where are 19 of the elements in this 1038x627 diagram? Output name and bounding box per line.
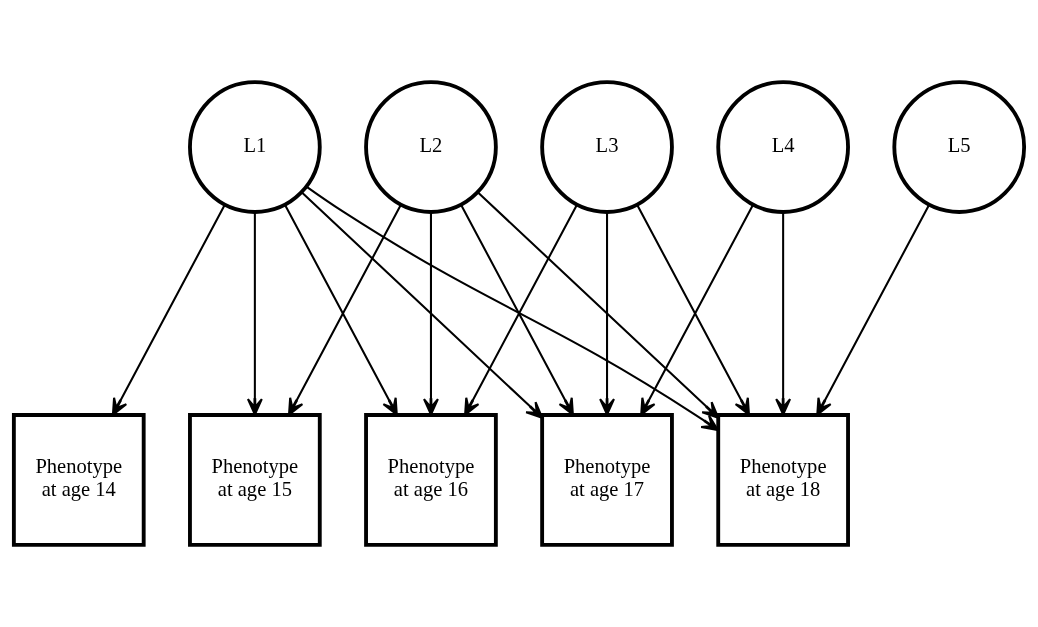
arrow bbox=[306, 186, 719, 431]
node-box: Phenotype at age 18 bbox=[716, 413, 850, 547]
arrow bbox=[111, 204, 226, 416]
arrow bbox=[477, 191, 720, 419]
arrow bbox=[246, 212, 263, 416]
node-circle: L1 bbox=[188, 80, 322, 214]
node-circle: L2 bbox=[364, 80, 498, 214]
node-circle: L5 bbox=[892, 80, 1027, 214]
node-circle: L4 bbox=[716, 80, 850, 214]
arrow bbox=[816, 204, 931, 416]
node-box: Phenotype at age 16 bbox=[364, 413, 498, 547]
node-circle: L3 bbox=[540, 80, 674, 214]
arrow bbox=[423, 212, 439, 416]
node-box: Phenotype at age 15 bbox=[188, 413, 322, 547]
node-box: Phenotype at age 17 bbox=[540, 413, 674, 547]
arrow bbox=[300, 191, 544, 419]
arrow bbox=[599, 212, 615, 416]
arrow bbox=[775, 212, 792, 416]
node-box: Phenotype at age 14 bbox=[11, 413, 146, 547]
